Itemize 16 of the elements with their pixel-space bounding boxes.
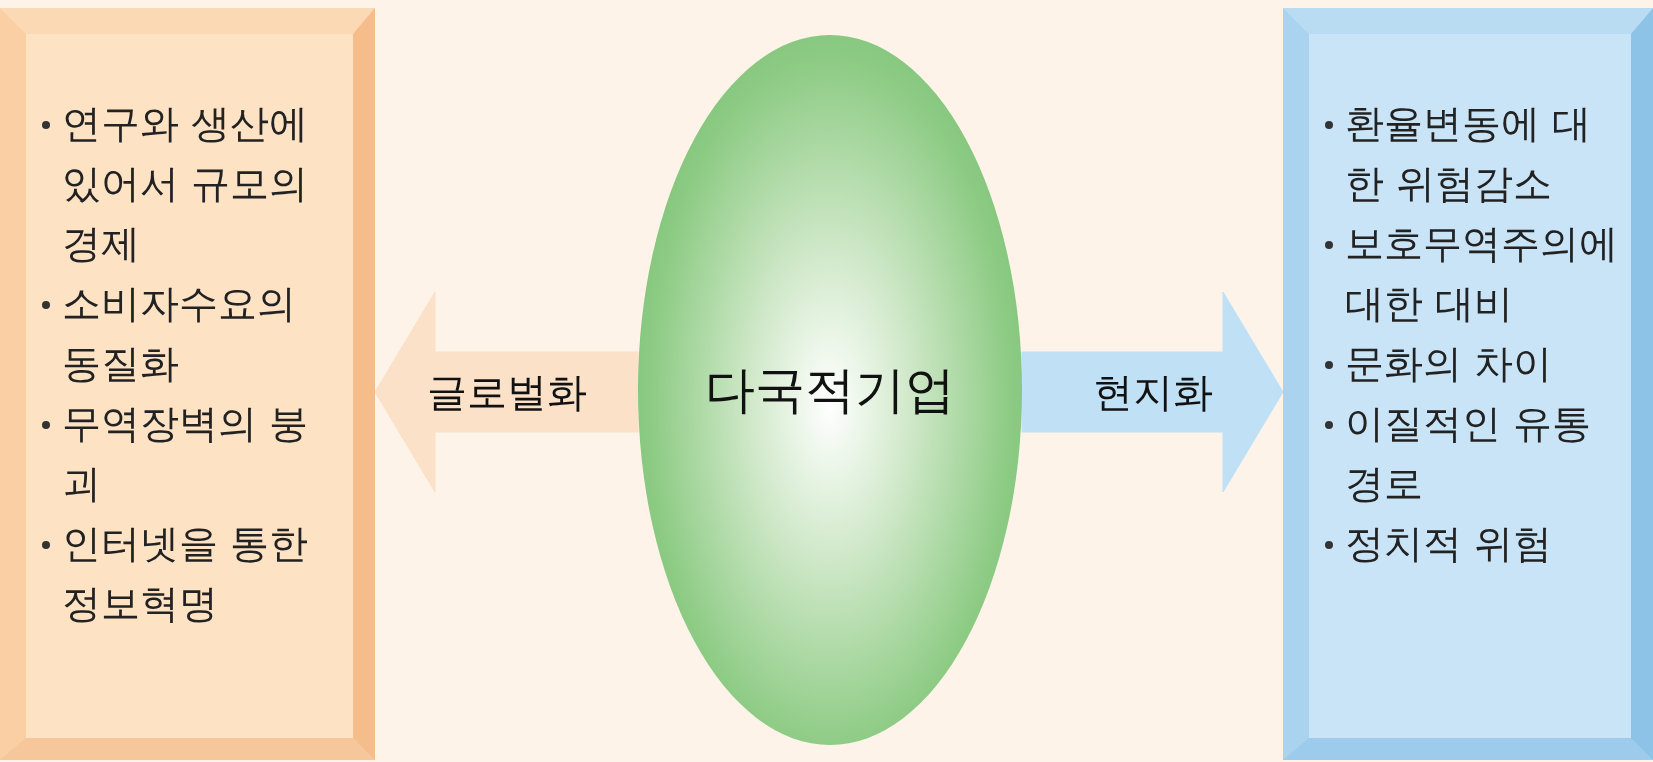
list-item: 이질적인 유통경로 — [1345, 401, 1592, 506]
list-item: 인터넷을 통한 정보혁명 — [62, 521, 309, 626]
arrow-label: 글로벌화 — [426, 367, 587, 417]
list-item: 정치적 위험 — [1345, 521, 1553, 566]
list-item: 연구와 생산에 있어서 규모의 경제 — [62, 101, 309, 266]
list-item: 보호무역주의에 대한 대비 — [1345, 221, 1618, 326]
block-arrow — [374, 291, 639, 493]
arrow-label: 현지화 — [1092, 367, 1213, 417]
list-panel — [0, 8, 375, 760]
list-item: 소비자수요의 동질화 — [62, 281, 296, 386]
node-title: 다국적기업 — [705, 359, 955, 421]
list-item: 환율변동에 대한 위험감소 — [1345, 101, 1592, 206]
block-arrow — [1021, 291, 1284, 493]
list-item: 무역장벽의 붕괴 — [62, 401, 309, 506]
list-item: 문화의 차이 — [1345, 341, 1553, 386]
list-panel — [1283, 8, 1653, 760]
